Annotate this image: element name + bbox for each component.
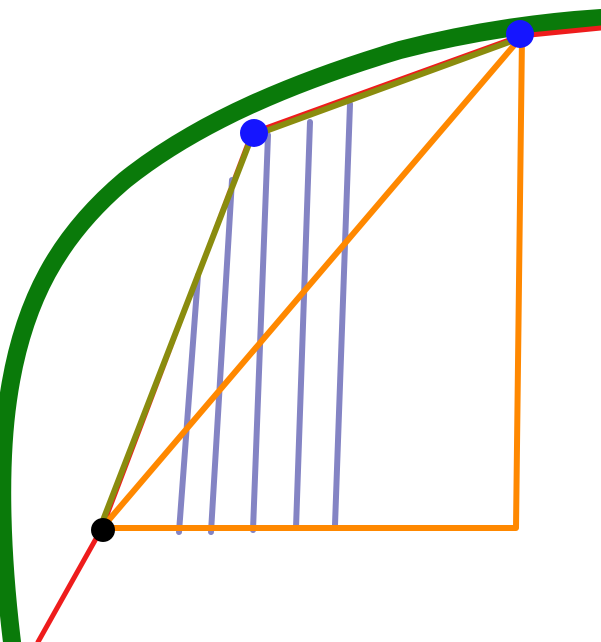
curve (0, 9, 601, 642)
hatch-line (208, 177, 235, 535)
triangle (99, 33, 525, 531)
point-upper-right (506, 20, 534, 48)
point-upper-left (240, 119, 268, 147)
point-lower (91, 518, 115, 542)
hatch-line (250, 132, 271, 533)
hatch-line (332, 101, 353, 528)
hatch-lines (176, 101, 353, 535)
hatch-line (293, 119, 313, 531)
hatch-line (176, 272, 201, 535)
